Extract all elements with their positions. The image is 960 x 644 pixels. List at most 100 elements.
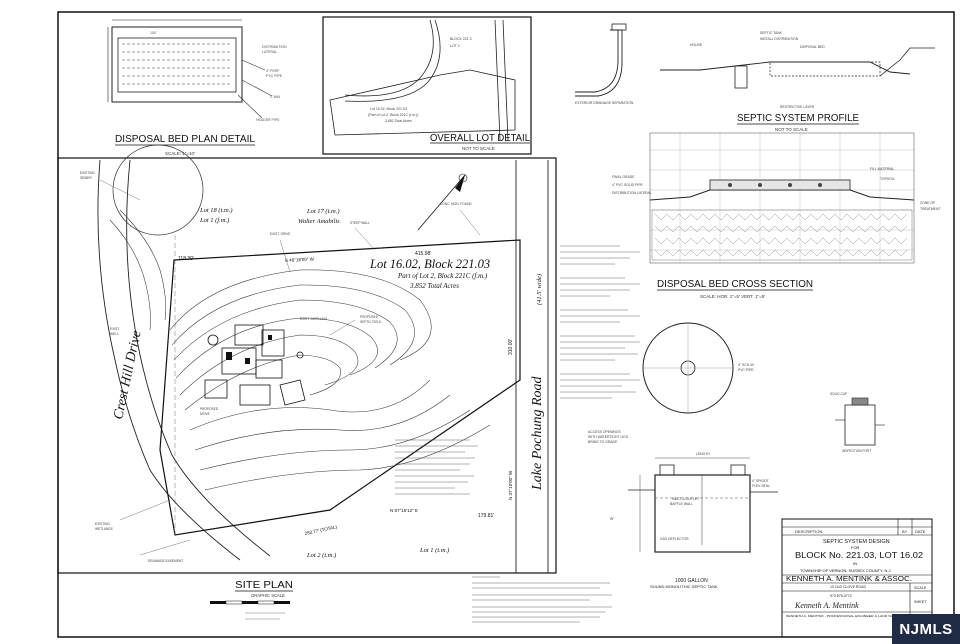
svg-text:SEPTIC FIELD: SEPTIC FIELD xyxy=(360,320,382,324)
svg-text:W": W" xyxy=(610,517,615,521)
title-sheet-label: SHEET xyxy=(914,600,927,604)
svg-text:EXISTING: EXISTING xyxy=(95,522,110,526)
crest-hill-road-label: Crest Hill Drive xyxy=(111,329,144,421)
septic-tank-title: 1000 GALLON xyxy=(675,578,708,584)
title-in: IN xyxy=(853,561,857,566)
property-line xyxy=(159,239,521,536)
bearing-top: S 49°18'00" W xyxy=(285,256,315,263)
njmls-watermark: NJMLS xyxy=(892,614,960,644)
svg-text:EXIST. DRIVE: EXIST. DRIVE xyxy=(270,232,290,236)
septic-profile-title: SEPTIC SYSTEM PROFILE xyxy=(737,113,859,124)
septic-tank-subtitle: SOUND MONOLITHIC SEPTIC TANK xyxy=(650,584,718,589)
lot-main-sub: Part of Lot 2, Block 221C (f.m.) xyxy=(397,272,488,280)
site-plan-scale: GRAPHIC SCALE xyxy=(251,593,285,598)
svg-text:4" PERF: 4" PERF xyxy=(266,69,280,73)
title-block: DESCRIPTION BY DATE SEPTIC SYSTEM DESIGN… xyxy=(781,518,933,638)
crest-hill-road-edge xyxy=(97,159,241,561)
svg-text:100': 100' xyxy=(150,31,157,35)
dim-left: 118.39' xyxy=(178,256,194,262)
cleanout-detail: SOLID CAP INSPECTION PORT xyxy=(830,392,885,453)
svg-text:EXIST. DWELLING: EXIST. DWELLING xyxy=(300,317,328,321)
overall-lot-detail: BLOCK 221 C LOT 2 Lot 16.02, Block 221.03… xyxy=(322,16,532,155)
title-scale-label: SCALE xyxy=(914,586,927,590)
svg-text:ACCESS OPENINGS: ACCESS OPENINGS xyxy=(588,430,622,434)
svg-text:ZONE OF: ZONE OF xyxy=(920,201,935,205)
svg-text:FILL MATERIAL: FILL MATERIAL xyxy=(870,167,894,171)
svg-text:INLET & OUTLET: INLET & OUTLET xyxy=(672,497,699,501)
title-firm: KENNETH A. MENTINK & ASSOC. xyxy=(786,576,912,583)
title-description-header: DESCRIPTION xyxy=(795,529,822,534)
sheet-border xyxy=(57,11,955,638)
svg-text:DISPOSAL BED: DISPOSAL BED xyxy=(800,45,825,49)
spec-notes xyxy=(560,245,640,399)
title-for: FOR xyxy=(851,545,860,550)
lot-2-label: Lot 2 (t.m.) xyxy=(306,552,336,559)
svg-text:CONC. MON. FOUND: CONC. MON. FOUND xyxy=(440,202,472,206)
svg-text:STEEP WALL: STEEP WALL xyxy=(350,221,370,225)
lot-18-label: Lot 18 (t.m.) xyxy=(199,207,233,214)
svg-text:TREATMENT: TREATMENT xyxy=(920,207,940,211)
svg-text:BLOCK 221 C: BLOCK 221 C xyxy=(450,37,473,41)
title-date-header: DATE xyxy=(915,529,926,534)
lake-pochung-road-label: Lake Pochung Road xyxy=(530,375,545,491)
title-signature: Kenneth A. Mentink xyxy=(794,601,859,610)
overall-lot-title: OVERALL LOT DETAIL xyxy=(430,133,530,144)
svg-text:SEPTIC TANK: SEPTIC TANK xyxy=(760,31,783,35)
lot-main-area: 3.852 Total Acres xyxy=(409,282,459,290)
title-township: TOWNSHIP OF VERNON, SUSSEX COUNTY, N.J. xyxy=(800,568,892,573)
septic-profile-scale: NOT TO SCALE xyxy=(775,127,808,132)
site-plan-title: SITE PLAN xyxy=(235,580,293,591)
svg-text:PROPOSED: PROPOSED xyxy=(200,407,219,411)
svg-text:EXISTING: EXISTING xyxy=(80,171,95,175)
svg-text:SOLID CAP: SOLID CAP xyxy=(830,392,847,396)
svg-text:LATERAL: LATERAL xyxy=(262,50,277,54)
site-plan-title-block: SITE PLAN GRAPHIC SCALE xyxy=(210,580,293,620)
svg-text:LOT 2: LOT 2 xyxy=(450,44,460,48)
svg-text:HOUSE: HOUSE xyxy=(690,43,703,47)
svg-text:(Part of Lot 2, Block 221C (f.: (Part of Lot 2, Block 221C (f.m.)) xyxy=(368,113,418,117)
svg-text:WITH WATERTIGHT LIDS: WITH WATERTIGHT LIDS xyxy=(588,435,629,439)
road-width-label: (41.5' wide) xyxy=(536,274,543,305)
svg-text:PROPOSED: PROPOSED xyxy=(360,315,379,319)
svg-text:4" SCH 40: 4" SCH 40 xyxy=(738,363,754,367)
svg-text:WELL: WELL xyxy=(110,332,119,336)
bed-cross-section-scale: SCALE: HOR. 1"=5' VERT. 1"=5' xyxy=(700,294,765,299)
bed-cross-section-title: DISPOSAL BED CROSS SECTION xyxy=(657,279,813,290)
graphic-scale-bar xyxy=(210,600,290,620)
title-phone: 973 875-0772 xyxy=(830,594,852,598)
svg-text:HEADER PIPE: HEADER PIPE xyxy=(256,118,280,122)
dim-right: 310.00' xyxy=(508,339,514,355)
disposal-bed-plan-scale: SCALE: 1"=10' xyxy=(165,151,195,156)
svg-text:EXIST.: EXIST. xyxy=(110,327,120,331)
lot-1b-label: Lot 1 (t.m.) xyxy=(419,547,449,554)
title-by-header: BY xyxy=(902,529,908,534)
bearing-bottom: N 57°16'12" E xyxy=(390,508,418,513)
svg-text:DISTRIBUTION: DISTRIBUTION xyxy=(262,45,287,49)
svg-text:DRAINAGE EASEMENT: DRAINAGE EASEMENT xyxy=(148,559,183,563)
lot-17-label: Lot 17 (t.m.) xyxy=(306,208,340,215)
svg-text:TOPSOIL: TOPSOIL xyxy=(880,177,895,181)
svg-text:GAS DEFLECTOR: GAS DEFLECTOR xyxy=(660,537,689,541)
dim-top: 415.98' xyxy=(415,251,431,257)
svg-text:DRIVE: DRIVE xyxy=(200,412,210,416)
title-design: SEPTIC SYSTEM DESIGN xyxy=(823,539,890,545)
site-plan-footnotes xyxy=(472,576,612,623)
svg-text:FINAL GRADE: FINAL GRADE xyxy=(612,175,635,179)
lot-1-label: Lot 1 (f.m.) xyxy=(199,217,229,224)
dim-bottom: 179.81' xyxy=(478,513,494,519)
svg-text:BAFFLE WALL: BAFFLE WALL xyxy=(670,502,693,506)
svg-text:INSPECTION PORT: INSPECTION PORT xyxy=(842,449,871,453)
svg-text:FLEX SEAL: FLEX SEAL xyxy=(752,484,770,488)
svg-text:PVC PIPE: PVC PIPE xyxy=(266,74,283,78)
dim-total: 253.77' (TOTAL) xyxy=(304,524,338,536)
overall-lot-scale: NOT TO SCALE xyxy=(462,146,495,151)
septic-system-profile: EXTERIOR DRAINAGE SEPARATION SEPTIC TANK… xyxy=(575,23,935,132)
disposal-bed-plan-title: DISPOSAL BED PLAN DETAIL xyxy=(115,134,255,145)
title-address: 10 OLD CLOVE ROAD xyxy=(830,585,866,589)
title-block-lot: BLOCK No. 221.03, LOT 16.02 xyxy=(795,550,923,560)
svg-text:3.852 Total Acres: 3.852 Total Acres xyxy=(385,119,412,123)
svg-text:Lot 16.02, Block 221.03: Lot 16.02, Block 221.03 xyxy=(370,107,407,111)
